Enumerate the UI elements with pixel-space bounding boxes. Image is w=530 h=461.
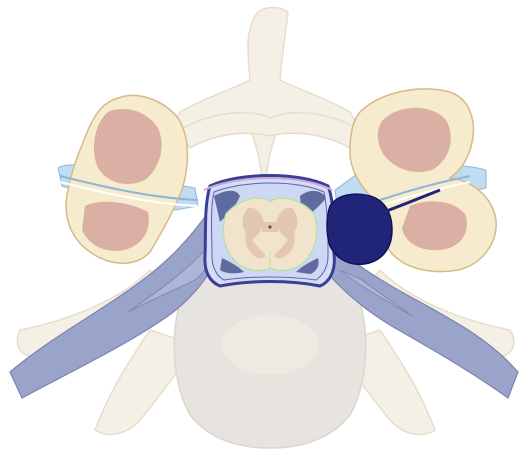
- synovial-cyst: [327, 194, 392, 264]
- vertebral-body-center: [222, 315, 318, 375]
- spinous-process: [170, 8, 360, 179]
- right-facet-marrow-lower: [402, 201, 467, 250]
- left-facet-bone: [60, 95, 198, 263]
- central-canal: [268, 225, 271, 228]
- spinal-cord: [223, 198, 316, 271]
